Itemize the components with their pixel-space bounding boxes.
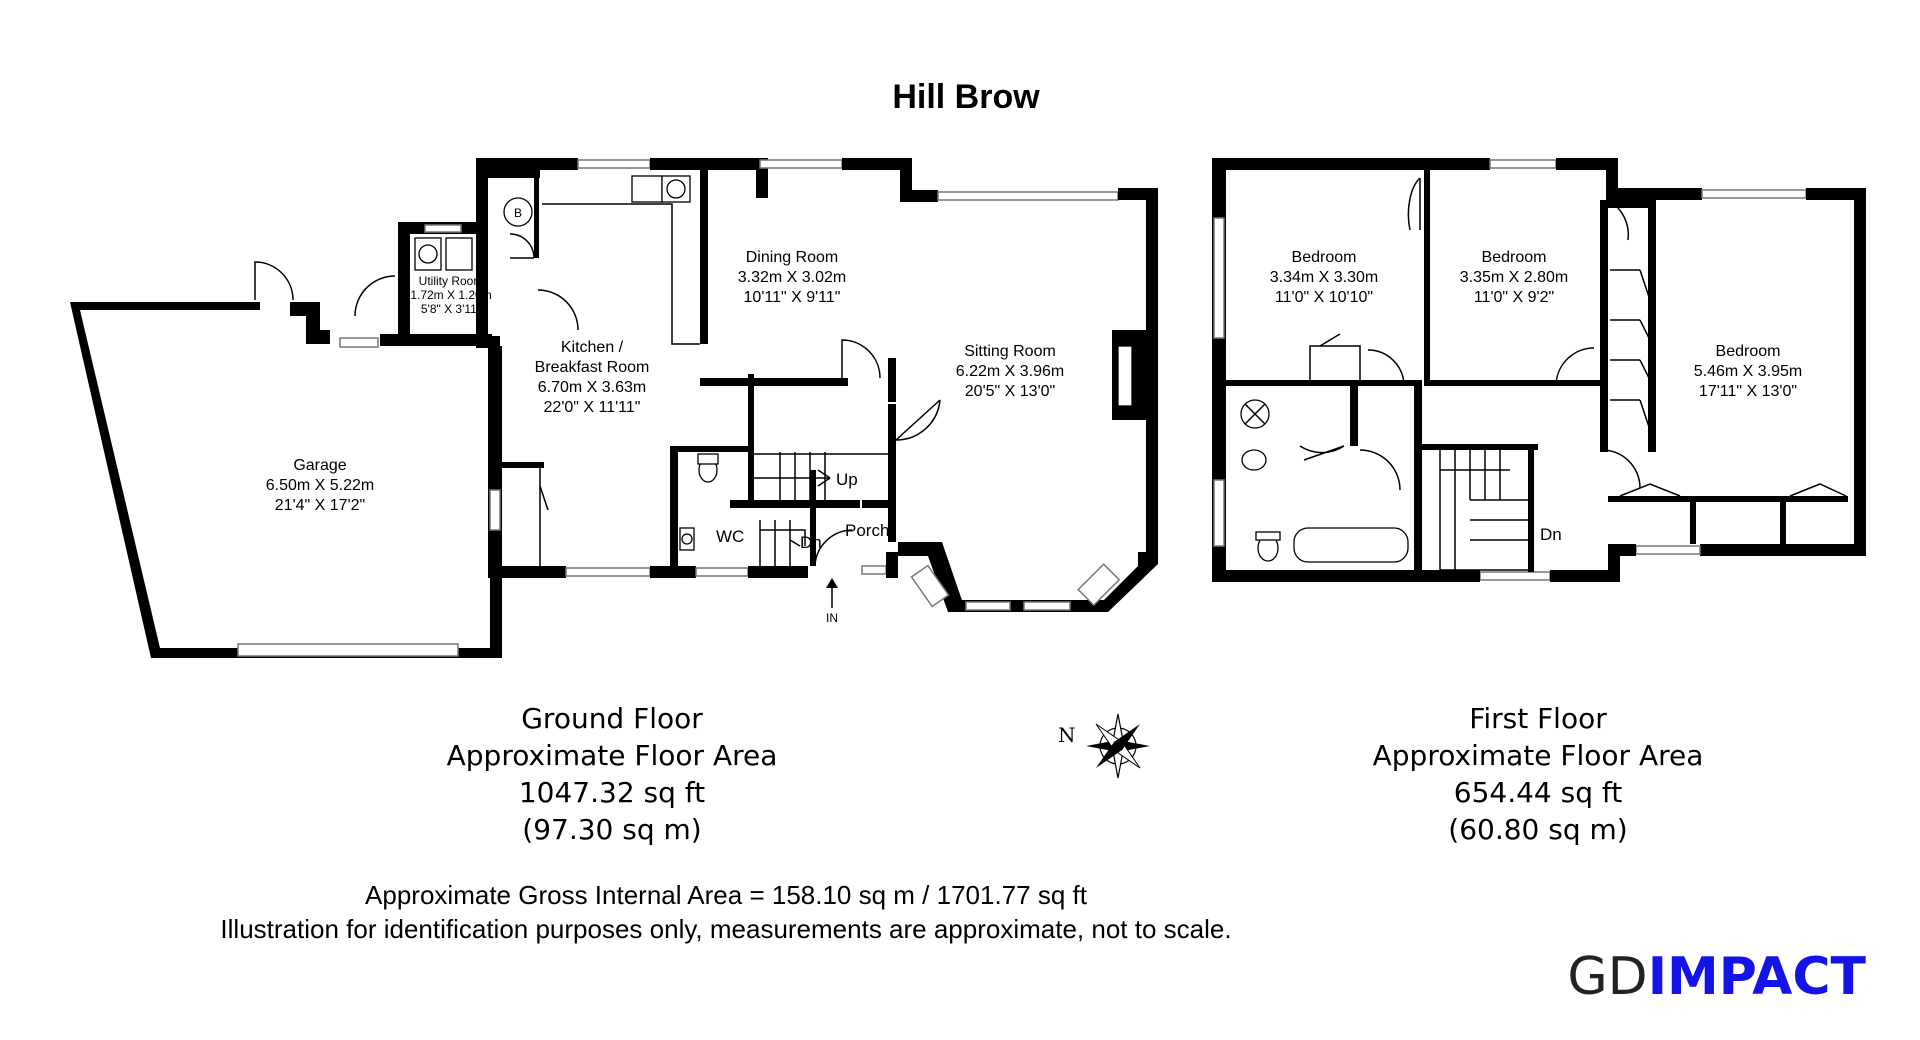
svg-text:6.70m X 3.63m: 6.70m X 3.63m: [538, 379, 647, 396]
property-title: Hill Brow: [892, 78, 1040, 116]
svg-text:3.35m X 2.80m: 3.35m X 2.80m: [1460, 269, 1569, 286]
svg-text:3.32m X 3.02m: 3.32m X 3.02m: [738, 269, 847, 286]
svg-text:6.50m X 5.22m: 6.50m X 5.22m: [266, 477, 375, 494]
entrance-label: IN: [826, 611, 838, 625]
sitting-room-bay: [1092, 552, 1158, 612]
svg-text:Bedroom: Bedroom: [1292, 249, 1357, 266]
ground-floor-area: Ground Floor Approximate Floor Area 1047…: [447, 702, 778, 846]
svg-text:Kitchen /: Kitchen /: [561, 339, 624, 356]
svg-text:Bedroom: Bedroom: [1482, 249, 1547, 266]
boiler-icon: [503, 197, 533, 227]
wc-label: WC: [716, 527, 744, 546]
kitchen-label: Kitchen / Breakfast Room 6.70m X 3.63m 2…: [535, 339, 650, 416]
svg-text:1.72m X 1.20m: 1.72m X 1.20m: [410, 288, 491, 302]
svg-text:Approximate Floor Area: Approximate Floor Area: [1373, 739, 1704, 772]
first-floor-plan: Dn Bedroom 3.34m X 3.30m: [1212, 158, 1866, 582]
porch-label: Porch: [845, 521, 889, 540]
svg-text:Utility Room: Utility Room: [419, 274, 484, 288]
svg-text:(60.80 sq m): (60.80 sq m): [1448, 813, 1627, 846]
compass-icon: N: [1058, 713, 1150, 779]
svg-text:Dining Room: Dining Room: [746, 249, 838, 266]
svg-text:Garage: Garage: [293, 457, 346, 474]
svg-text:20'5" X 13'0": 20'5" X 13'0": [965, 383, 1055, 400]
svg-text:5'8" X 3'11": 5'8" X 3'11": [421, 302, 481, 316]
svg-text:Bedroom: Bedroom: [1716, 343, 1781, 360]
svg-text:10'11" X 9'11": 10'11" X 9'11": [744, 289, 841, 306]
svg-text:First Floor: First Floor: [1469, 702, 1607, 735]
wardrobes: [1607, 199, 1847, 497]
svg-text:GDIMPACT: GDIMPACT: [1567, 947, 1866, 1007]
svg-text:22'0" X 11'11": 22'0" X 11'11": [544, 399, 641, 416]
svg-text:11'0" X 9'2": 11'0" X 9'2": [1474, 289, 1554, 306]
first-floor-stairs: [1439, 445, 1531, 571]
first-stairs-down-label: Dn: [1540, 525, 1562, 544]
garage-door: [237, 643, 459, 657]
bedroom-3-label: Bedroom 5.46m X 3.95m 17'11" X 13'0": [1694, 343, 1803, 400]
sitting-room-label: Sitting Room 6.22m X 3.96m 20'5" X 13'0": [956, 343, 1065, 400]
garage-label: Garage 6.50m X 5.22m 21'4" X 17'2": [266, 457, 375, 514]
boiler-label: B: [514, 206, 522, 220]
svg-text:6.22m X 3.96m: 6.22m X 3.96m: [956, 363, 1065, 380]
svg-text:Sitting Room: Sitting Room: [964, 343, 1056, 360]
ground-stairs: [754, 452, 888, 566]
bedroom-2-label: Bedroom 3.35m X 2.80m 11'0" X 9'2": [1460, 249, 1569, 306]
svg-text:21'4" X 17'2": 21'4" X 17'2": [275, 497, 365, 514]
svg-text:5.46m X 3.95m: 5.46m X 3.95m: [1694, 363, 1803, 380]
svg-text:11'0" X 10'10": 11'0" X 10'10": [1275, 289, 1373, 306]
svg-text:(97.30 sq m): (97.30 sq m): [522, 813, 701, 846]
svg-text:3.34m X 3.30m: 3.34m X 3.30m: [1270, 269, 1379, 286]
garage-side-door: [254, 261, 294, 301]
disclaimer-text: Illustration for identification purposes…: [220, 914, 1231, 944]
compass-north-label: N: [1058, 723, 1076, 747]
bath-tub: [1293, 527, 1409, 563]
svg-text:Breakfast Room: Breakfast Room: [535, 359, 650, 376]
svg-text:1047.32 sq ft: 1047.32 sq ft: [519, 776, 705, 809]
stairs-down-label: Dn: [800, 533, 822, 552]
first-floor-area: First Floor Approximate Floor Area 654.4…: [1373, 702, 1704, 846]
svg-text:Approximate Floor Area: Approximate Floor Area: [447, 739, 778, 772]
svg-text:654.44 sq ft: 654.44 sq ft: [1454, 776, 1623, 809]
stairs-up-label: Up: [836, 470, 858, 489]
ground-floor-plan: B: [70, 158, 1158, 658]
svg-text:17'11" X 13'0": 17'11" X 13'0": [1699, 383, 1797, 400]
dining-room-label: Dining Room 3.32m X 3.02m 10'11" X 9'11": [738, 249, 847, 306]
brand-logo: GDIMPACT: [1567, 947, 1866, 1007]
svg-text:Ground Floor: Ground Floor: [521, 702, 703, 735]
gross-area-text: Approximate Gross Internal Area = 158.10…: [365, 880, 1088, 910]
bedroom-1-label: Bedroom 3.34m X 3.30m 11'0" X 10'10": [1270, 249, 1379, 306]
kitchen-walls: [476, 158, 488, 348]
utility-room-label: Utility Room 1.72m X 1.20m 5'8" X 3'11": [410, 274, 491, 316]
